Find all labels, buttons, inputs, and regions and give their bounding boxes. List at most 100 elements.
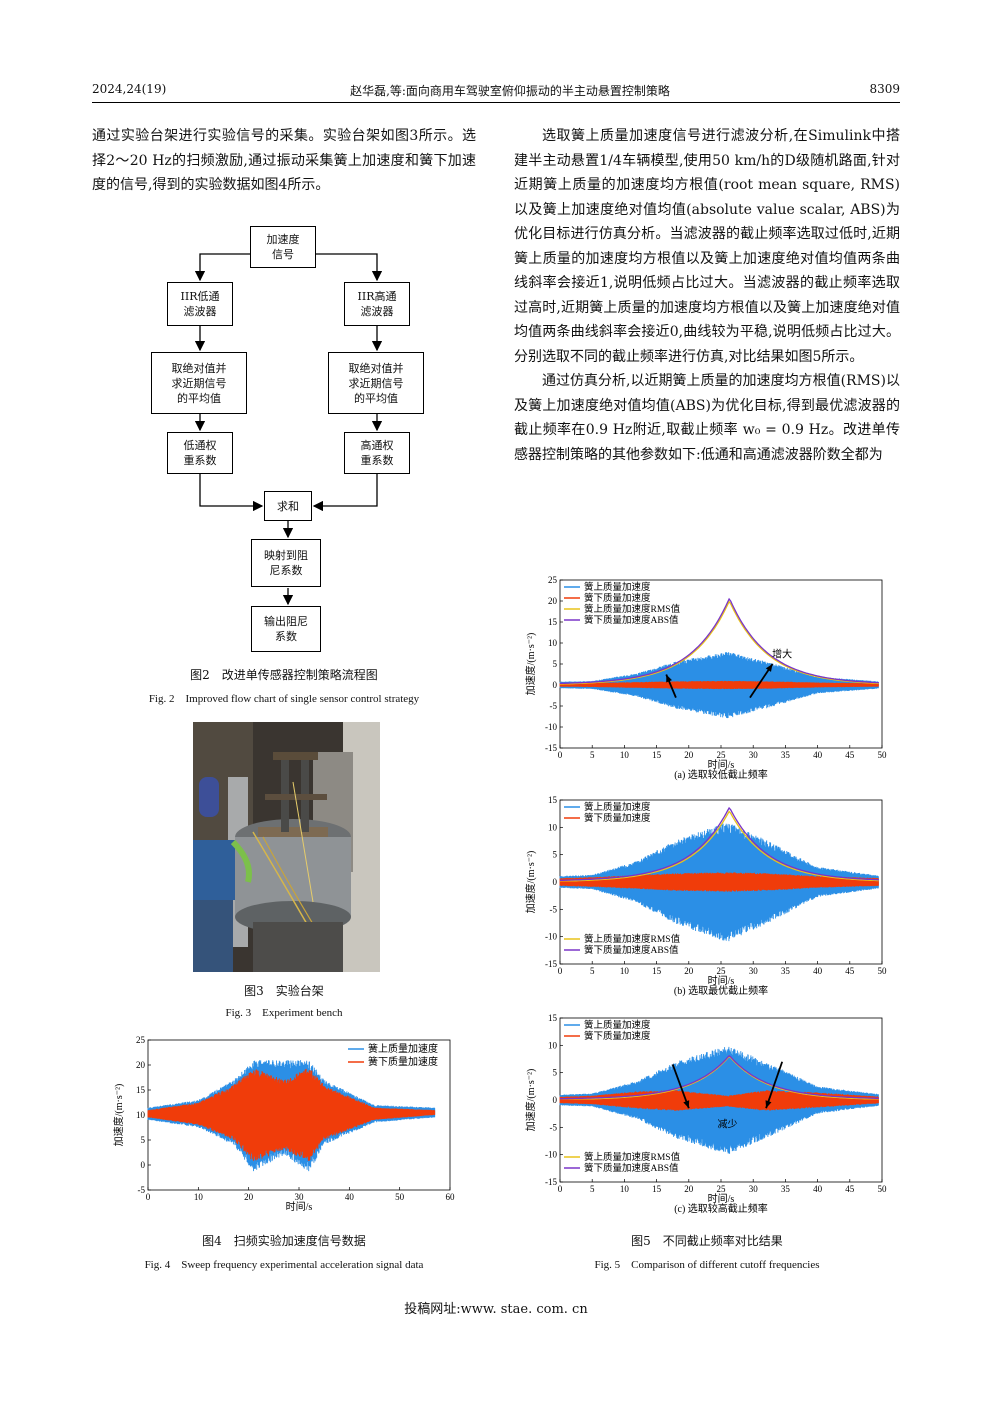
fig5b-x-tick-label: 35 xyxy=(781,966,791,976)
fig5c-x-tick-label: 20 xyxy=(684,1184,694,1194)
flow-box-highpass-weight: 高通权 重系数 xyxy=(344,432,410,474)
fig4-x-tick-label: 50 xyxy=(395,1192,405,1202)
fig5b-legend-label: 簧上质量加速度RMS值 xyxy=(584,933,681,945)
fig5a-series-rms xyxy=(560,600,879,685)
flow-box-map-damping: 映射到阻 尼系数 xyxy=(251,539,321,587)
fig5a-x-tick-label: 35 xyxy=(781,750,791,760)
fig5c-legend-label: 簧下质量加速度ABS值 xyxy=(584,1162,679,1174)
flowchart-connectors xyxy=(194,253,383,606)
fig5a-x-tick-label: 50 xyxy=(878,750,888,760)
flow-box-highpass: IIR高通 滤波器 xyxy=(344,282,410,326)
fig5a-y-tick-label: 15 xyxy=(548,617,558,627)
fig5c-x-tick-label: 45 xyxy=(845,1184,855,1194)
fig5a-series-unsprung xyxy=(559,680,879,690)
fig5b-y-tick-label: -5 xyxy=(550,904,558,914)
fig5a-y-tick-label: -5 xyxy=(550,701,558,711)
fig5c-series-abs xyxy=(560,1054,879,1100)
page-number: 8309 xyxy=(869,82,900,96)
fig5c-annotation-arrowhead xyxy=(683,1100,690,1109)
fig5c-y-tick-label: -5 xyxy=(550,1122,558,1132)
right-para-1: 选取簧上质量加速度信号进行滤波分析,在Simulink中搭建半主动悬置1/4车辆… xyxy=(514,128,900,365)
fig3-caption-cn: 图3 实验台架 xyxy=(244,984,324,998)
running-header-issue: 2024,24(19) xyxy=(92,82,167,96)
fig5a-annotation-arrowhead xyxy=(765,664,773,672)
fig4-x-tick-label: 40 xyxy=(345,1192,355,1202)
fig5b-x-tick-label: 10 xyxy=(620,966,630,976)
fig5b-subtitle: (b) 选取最优截止频率 xyxy=(674,984,768,997)
fig4-x-tick-label: 30 xyxy=(295,1192,305,1202)
fig5a-x-tick-label: 10 xyxy=(620,750,630,760)
fig5c-y-tick-label: 10 xyxy=(548,1040,558,1050)
fig5b-y-tick-label: 10 xyxy=(548,822,558,832)
fig5c-legend-label: 簧下质量加速度 xyxy=(584,1030,651,1042)
fig5c-y-tick-label: 0 xyxy=(553,1095,558,1105)
running-header-title: 赵华磊,等:面向商用车驾驶室俯仰振动的半主动悬置控制策略 xyxy=(350,84,670,98)
fig5a-x-tick-label: 15 xyxy=(652,750,662,760)
fig5-caption-en: Fig. 5 Comparison of different cutoff fr… xyxy=(594,1259,820,1271)
fig5c-y-tick-label: -10 xyxy=(545,1150,557,1160)
fig5b-legend-label: 簧下质量加速度ABS值 xyxy=(584,944,679,956)
experiment-bench-photo xyxy=(193,722,380,972)
fig5a-annotation-label: 增大 xyxy=(772,648,792,661)
fig5b-x-tick-label: 0 xyxy=(558,966,563,976)
fig5a-y-tick-label: 10 xyxy=(548,638,558,648)
flow-box-sum: 求和 xyxy=(264,491,312,521)
fig5b-y-axis-label: 加速度/(m·s⁻²) xyxy=(524,851,537,914)
fig5a-x-tick-label: 40 xyxy=(813,750,823,760)
fig4-series-unsprung xyxy=(147,1068,436,1161)
header-rule xyxy=(92,102,900,103)
fig5b-series-abs xyxy=(560,806,879,881)
fig4-y-tick-label: 0 xyxy=(141,1160,146,1170)
fig5a-subtitle: (a) 选取较低截止频率 xyxy=(674,768,768,781)
fig5b-legend-label: 簧下质量加速度 xyxy=(584,812,651,824)
left-para-1: 通过实验台架进行实验信号的采集。实验台架如图3所示。选择2～20 Hz的扫频激励… xyxy=(92,128,476,193)
fig5c-y-tick-label: -15 xyxy=(545,1177,557,1187)
fig5c-x-axis-label: 时间/s xyxy=(708,1192,735,1205)
flow-box-lowpass: IIR低通 滤波器 xyxy=(167,282,233,326)
fig3-caption-en: Fig. 3 Experiment bench xyxy=(225,1007,343,1019)
flow-box-abs-right: 取绝对值并 求近期信号 的平均值 xyxy=(328,352,424,414)
fig5b-legend-label: 簧上质量加速度 xyxy=(584,801,651,813)
fig5b-y-tick-label: 5 xyxy=(553,850,558,860)
right-para-2: 通过仿真分析,以近期簧上质量的加速度均方根值(RMS)以及簧上加速度绝对值均值(… xyxy=(514,373,900,463)
fig5b-x-tick-label: 30 xyxy=(749,966,759,976)
fig2-caption-cn: 图2 改进单传感器控制策略流程图 xyxy=(190,668,378,682)
fig2-caption-en: Fig. 2 Improved flow chart of single sen… xyxy=(148,693,420,705)
fig5a-legend-label: 簧下质量加速度ABS值 xyxy=(584,614,679,626)
flow-box-signal: 加速度 信号 xyxy=(250,226,316,268)
fig4-legend-label: 簧下质量加速度 xyxy=(368,1055,438,1068)
fig4-y-axis-label: 加速度/(m·s⁻²) xyxy=(112,1084,125,1147)
fig5c-x-tick-label: 35 xyxy=(781,1184,791,1194)
fig4-y-tick-label: 20 xyxy=(136,1060,146,1070)
right-paragraphs: 选取簧上质量加速度信号进行滤波分析,在Simulink中搭建半主动悬置1/4车辆… xyxy=(514,124,900,467)
fig5b-x-tick-label: 5 xyxy=(590,966,595,976)
fig4-x-axis-label: 时间/s xyxy=(286,1200,313,1213)
fig5c-x-tick-label: 0 xyxy=(558,1184,563,1194)
fig5a-series-abs xyxy=(559,597,879,685)
left-paragraph: 通过实验台架进行实验信号的采集。实验台架如图3所示。选择2～20 Hz的扫频激励… xyxy=(92,124,476,198)
fig5c-annotation-arrow xyxy=(671,1064,690,1109)
flow-box-lowpass-weight: 低通权 重系数 xyxy=(167,432,233,474)
fig5c-y-tick-label: 15 xyxy=(548,1013,558,1023)
fig5b-series-unsprung xyxy=(559,872,879,892)
fig5c-x-tick-label: 50 xyxy=(878,1184,888,1194)
fig4-y-tick-label: 5 xyxy=(141,1135,146,1145)
fig5-caption-cn: 图5 不同截止频率对比结果 xyxy=(631,1234,783,1248)
fig5c-annotation-arrowhead xyxy=(765,1100,772,1109)
fig5c-annotation-label: 减少 xyxy=(717,1118,737,1130)
fig5b-y-tick-label: 15 xyxy=(548,795,558,805)
footer-submission-url: 投稿网址:www. stae. com. cn xyxy=(404,1302,588,1317)
fig5b-series-rms xyxy=(560,810,879,882)
fig4-caption-en: Fig. 4 Sweep frequency experimental acce… xyxy=(144,1259,424,1271)
fig5b-x-axis-label: 时间/s xyxy=(708,974,735,987)
fig5a-y-tick-label: 25 xyxy=(548,575,558,585)
fig5a-x-tick-label: 0 xyxy=(558,750,563,760)
fig5b-y-tick-label: -15 xyxy=(545,959,557,969)
fig5a-y-axis-label: 加速度/(m·s⁻²) xyxy=(524,633,537,696)
fig5a-x-axis-label: 时间/s xyxy=(708,758,735,771)
fig5c-x-tick-label: 15 xyxy=(652,1184,662,1194)
fig5c-x-tick-label: 25 xyxy=(717,1184,727,1194)
fig5c-y-axis-label: 加速度/(m·s⁻²) xyxy=(524,1069,537,1132)
fig5b-x-tick-label: 20 xyxy=(684,966,694,976)
